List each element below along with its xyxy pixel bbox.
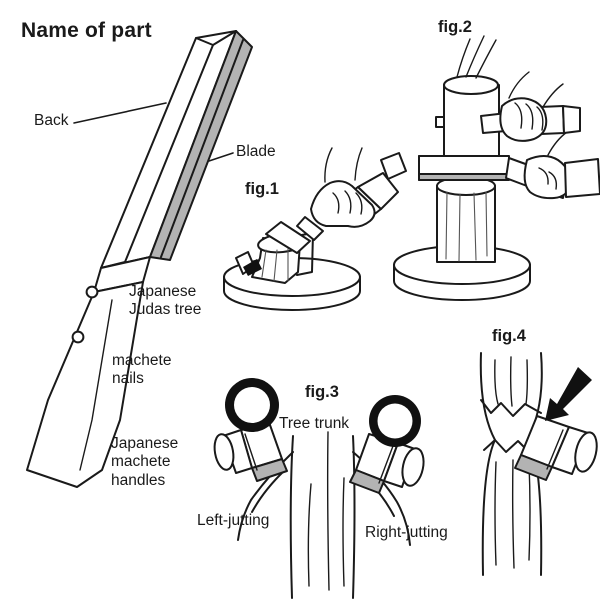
machete-handle-shading [79,299,113,471]
back-leader-line [73,102,167,124]
fig2-hand-upper [499,97,548,142]
fig2-lower-finger-1 [538,167,549,185]
machete-cutting-bevel [149,30,253,261]
fig4-handle-end [574,431,598,473]
label-handle-material: Japanese Judas tree [129,283,202,319]
fig3-right-ok-mark-hole [377,403,413,439]
fig2-log-grain-2 [458,193,461,262]
fig3-right-handle-end [401,447,425,487]
fig2-lower-finger-2 [548,171,558,190]
fig3-left-handle-end [213,433,235,471]
fig2-lower-sleeve [564,158,600,198]
fig3-trunk-grain-1 [307,483,312,587]
fig4-trunk-left [479,352,496,576]
fig1-billet-split-rear [295,232,314,276]
label-machete-nails: machete nails [112,352,172,388]
fig1-illustration [223,147,399,311]
fig1-finger-1 [332,192,340,214]
fig3-left-jutting-label: Left-jutting [197,512,270,529]
fig2-blade-flat [418,155,510,175]
fig1-blade [265,221,311,254]
fig2-base-side [393,264,531,301]
fig2-label: fig.2 [438,18,472,36]
fig3-trunk-grain-3 [342,477,345,587]
fig3-right-blade-inner [378,445,394,484]
fig4-direction-arrow [545,367,592,421]
fig3-trunk-grain-2 [326,431,330,591]
fig2-log-grain-1 [445,191,448,260]
fig3-left-ok-mark-hole [234,387,270,423]
fig1-blade-neck [296,216,324,241]
machete-bevel-inner-line [160,39,244,258]
fig3-illustration [213,378,425,599]
fig1-label: fig.1 [245,180,279,198]
fig2-log-upper-top [443,75,499,95]
label-machete-handles: Japanese machete handles [111,435,179,489]
fig2-log-upper-knob [435,116,445,128]
fig3-trunk-left [289,435,294,599]
fig4-grain-5 [511,459,515,569]
machete-tip-bevel [212,30,237,46]
fig4-blade-edge [514,454,553,481]
fig1-finger-2 [344,190,352,214]
fig1-block-side [223,276,361,311]
fig4-illustration [479,352,598,576]
fig2-split-line-3 [475,39,497,79]
machete-nail-lower [71,330,85,344]
fig4-blade-inner [546,429,564,470]
fig2-log-grain-3 [473,192,477,261]
fig4-grain-2 [509,356,513,407]
fig1-finger-3 [355,192,363,215]
fig2-base-top-line [393,264,531,285]
machete-handle [26,281,144,488]
fig2-upper-finger-1 [514,102,523,129]
fig2-upper-arm-2 [542,83,564,108]
fig1-block-top-line [223,276,361,297]
fig2-blade-flat-edge [418,173,510,181]
fig2-lower-arm [547,131,568,156]
fig3-trunk-right [352,435,356,599]
blade-leader-line [208,152,234,162]
fig4-blade-handle [551,426,589,475]
fig2-upper-finger-3 [536,106,544,131]
fig2-flying-chip [380,152,407,180]
fig2-illustration [380,35,600,301]
fig1-billet-grain-1 [261,249,267,278]
fig2-split-line-1 [456,38,471,78]
fig4-grain-4 [494,461,497,566]
machete-nail-upper [85,285,99,299]
fig4-grain-3 [525,359,529,405]
fig2-upper-arm-1 [508,71,530,99]
fig4-grain-6 [528,462,531,561]
fig2-upper-finger-2 [525,103,534,130]
page-title: Name of part [21,19,152,42]
fig2-mallet-face [562,105,581,134]
machete-illustration [26,30,253,488]
fig3-left-blade-inner [244,433,258,471]
fig3-right-jutting-label: Right-jutting [365,524,448,541]
fig1-billet-grain-2 [273,249,278,282]
fig2-split-line-2 [465,35,485,78]
fig1-hand [310,180,376,228]
fig1-arm-1 [324,147,333,183]
fig1-handle-end [357,172,399,210]
fig3-left-blade-edge [251,458,288,482]
fig2-log-grain-4 [485,191,488,257]
fig3-label: fig.3 [305,383,339,401]
fig1-chip-shadow [243,259,262,276]
fig4-scar-upper [480,399,542,417]
fig4-label: fig.4 [492,327,526,345]
fig4-grain-1 [494,359,499,405]
fig1-arm-2 [354,147,363,181]
label-back: Back [34,112,69,129]
fig3-tree-trunk-label: Tree trunk [279,415,350,432]
fig3-right-blade-edge [349,469,385,494]
label-blade: Blade [236,143,276,160]
